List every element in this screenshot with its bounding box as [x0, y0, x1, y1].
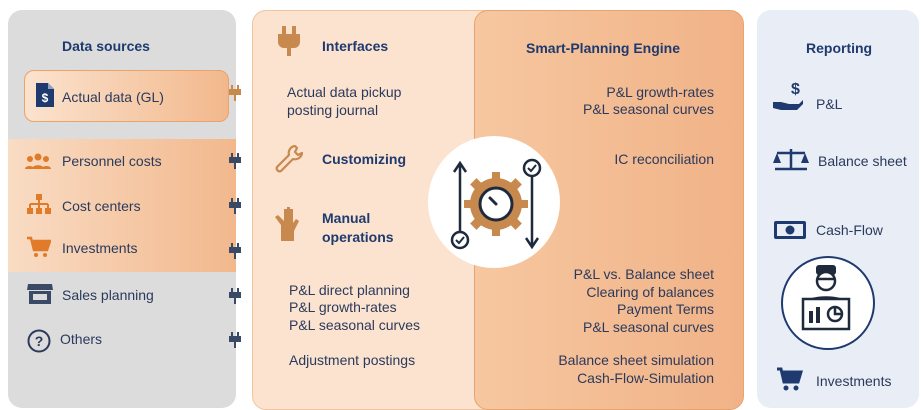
hand-icon: [272, 206, 302, 242]
adjustment-postings-label: Adjustment postings: [289, 352, 416, 368]
direct-planning-label: P&L direct planning: [289, 282, 410, 298]
svg-text:$: $: [42, 91, 49, 105]
personnel-costs-label: Personnel costs: [62, 153, 162, 169]
plug-icon: [229, 332, 241, 348]
engine-seasonal2-label: P&L seasonal curves: [583, 319, 714, 335]
plug-icon: [229, 85, 241, 101]
reporting-title: Reporting: [806, 40, 873, 56]
interfaces-line1: Actual data pickup: [287, 84, 402, 100]
banknote-icon: [772, 219, 808, 241]
interfaces-seasonal-label: P&L seasonal curves: [289, 317, 420, 333]
report-bs-label: Balance sheet: [818, 153, 907, 169]
question-icon: ?: [26, 328, 52, 354]
person-dashboard-icon: [796, 264, 856, 336]
investments-source-label: Investments: [62, 240, 138, 256]
org-chart-icon: [26, 194, 52, 216]
others-label: Others: [60, 331, 103, 347]
plug-icon: [229, 288, 241, 304]
wrench-icon: [274, 144, 304, 176]
engine-growth-label: P&L growth-rates: [606, 84, 714, 100]
gauge-icon: [446, 154, 546, 254]
interfaces-line2: posting journal: [287, 102, 379, 118]
actual-data-label: Actual data (GL): [62, 89, 164, 105]
bs-simulation-label: Balance sheet simulation: [558, 352, 714, 368]
hand-dollar-icon: $: [772, 80, 806, 110]
plug-icon: [229, 243, 241, 259]
cart-icon: [776, 366, 804, 392]
cf-simulation-label: Cash-Flow-Simulation: [577, 370, 714, 386]
plug-icon: [229, 198, 241, 214]
pl-vs-bs-label: P&L vs. Balance sheet: [573, 266, 714, 282]
ic-reconciliation-label: IC reconciliation: [614, 151, 714, 167]
plug-icon: [229, 153, 241, 169]
scale-icon: [772, 148, 810, 172]
people-icon: [24, 152, 52, 170]
clearing-label: Clearing of balances: [586, 284, 714, 300]
store-icon: [26, 283, 54, 305]
manual-title-line1: Manual: [322, 210, 371, 226]
dollar-document-icon: $: [34, 82, 56, 108]
customizing-title: Customizing: [322, 151, 406, 167]
report-pl-label: P&L: [816, 96, 843, 112]
interfaces-title: Interfaces: [322, 38, 389, 54]
data-sources-title: Data sources: [62, 38, 150, 54]
plug-icon: [276, 26, 302, 56]
report-investments-label: Investments: [816, 373, 892, 389]
cost-centers-label: Cost centers: [62, 198, 141, 214]
cart-icon: [26, 236, 52, 258]
engine-seasonal-label: P&L seasonal curves: [583, 101, 714, 117]
svg-text:?: ?: [35, 333, 44, 349]
sales-planning-label: Sales planning: [62, 287, 154, 303]
interfaces-growth-label: P&L growth-rates: [289, 299, 397, 315]
manual-title-line2: operations: [322, 229, 394, 245]
actual-data-box[interactable]: [24, 70, 229, 122]
engine-title: Smart-Planning Engine: [526, 40, 681, 56]
payment-terms-label: Payment Terms: [617, 301, 714, 317]
report-cf-label: Cash-Flow: [816, 222, 883, 238]
svg-text:$: $: [791, 81, 800, 98]
